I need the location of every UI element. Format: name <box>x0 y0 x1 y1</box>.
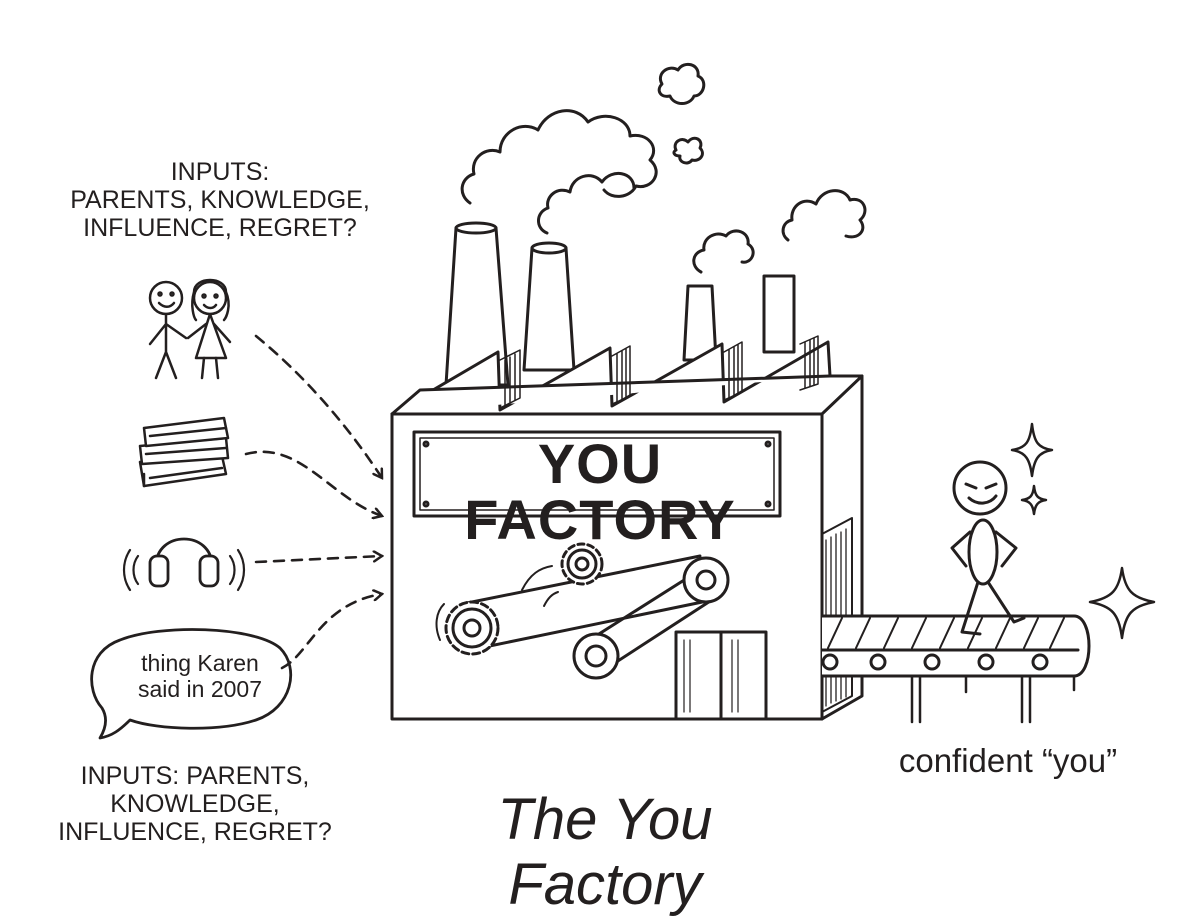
headphones-icon <box>122 537 246 592</box>
text-line: INFLUENCE, REGRET? <box>58 818 332 846</box>
inputs-label-top: INPUTS:PARENTS, KNOWLEDGE,INFLUENCE, REG… <box>40 158 400 242</box>
output-conveyor <box>820 614 1091 724</box>
you-factory-illustration: INPUTS:PARENTS, KNOWLEDGE,INFLUENCE, REG… <box>35 62 1156 917</box>
text-line: INPUTS: <box>170 158 270 186</box>
text-line: PARENTS, KNOWLEDGE, <box>70 186 370 214</box>
input-arrows <box>244 334 382 670</box>
chimneys <box>444 221 796 387</box>
illustration-title: The You Factory <box>497 787 713 917</box>
factory-drawing <box>90 62 1156 740</box>
sparkle-icons <box>1010 422 1156 640</box>
text-line: thing Karen <box>141 650 259 676</box>
inputs-label-bottom: INPUTS: PARENTS,KNOWLEDGE,INFLUENCE, REG… <box>35 762 355 846</box>
text-line: INFLUENCE, REGRET? <box>83 214 357 242</box>
text-line: KNOWLEDGE, <box>110 790 280 818</box>
smoke-icon <box>460 62 867 274</box>
parents-icon <box>148 278 232 380</box>
factory-sign-text: YOU FACTORY <box>464 432 736 551</box>
gear-conveyor <box>435 542 730 680</box>
books-icon <box>138 416 230 488</box>
text-line: said in 2007 <box>137 675 263 702</box>
text-line: INPUTS: PARENTS, <box>80 762 310 790</box>
speech-bubble-icon <box>90 628 293 740</box>
output-caption: confident “you” <box>898 742 1118 779</box>
confident-you-figure <box>950 460 1026 636</box>
